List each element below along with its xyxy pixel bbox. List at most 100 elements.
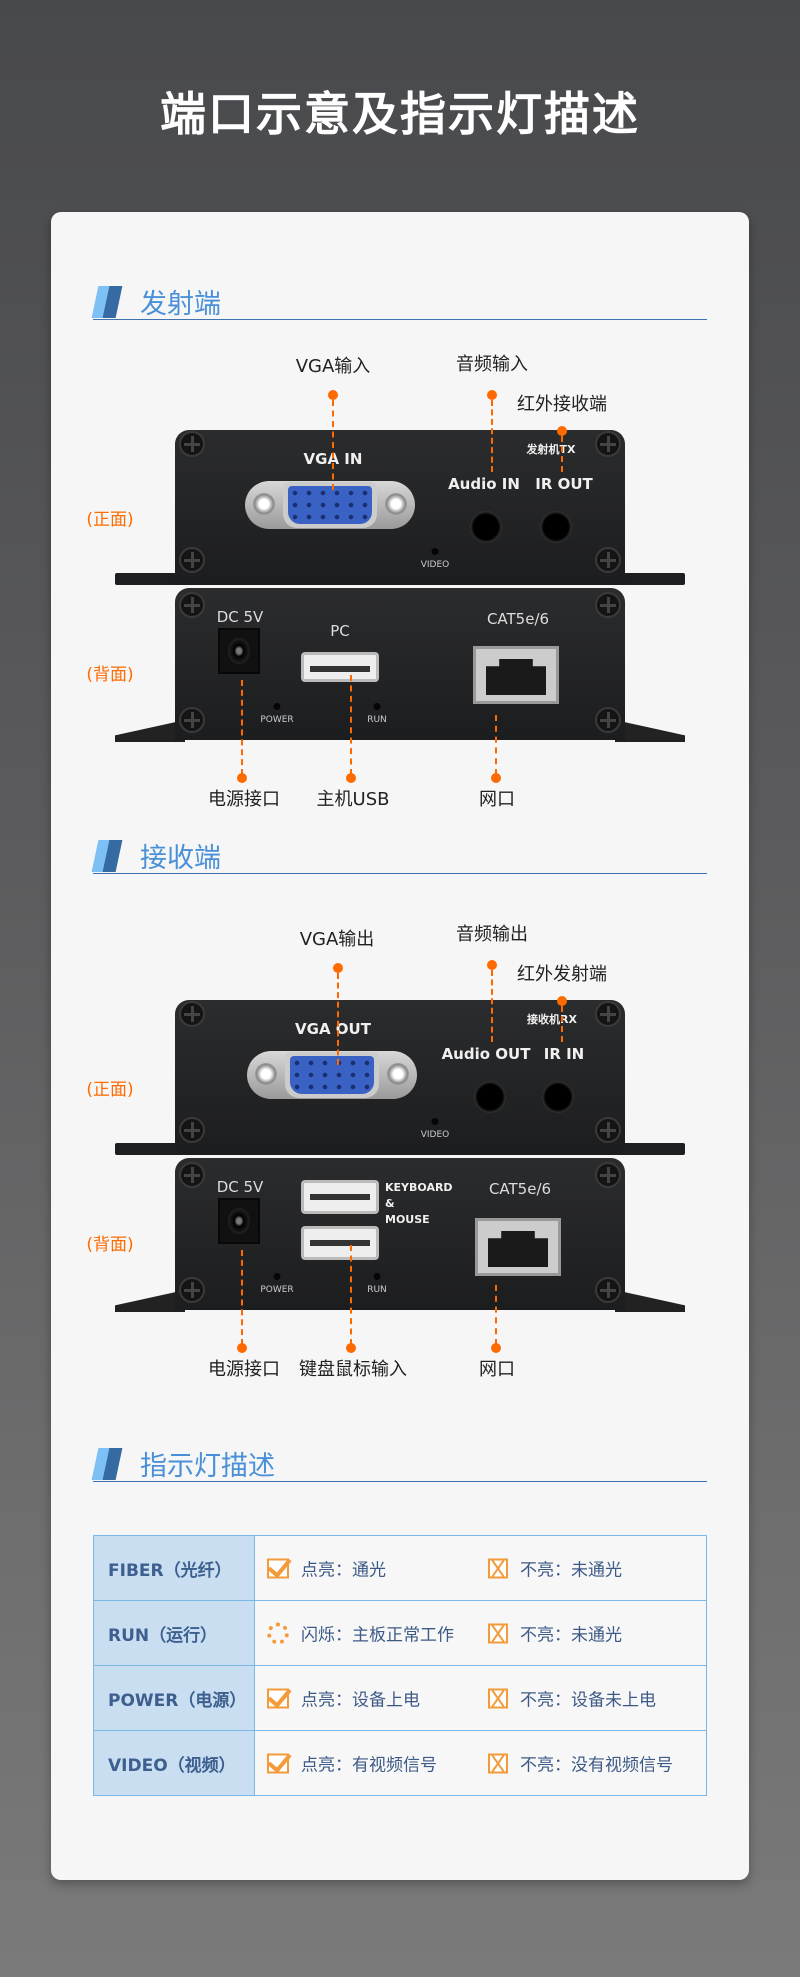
led-off-state: 不亮：未通光: [488, 1621, 622, 1646]
blink-icon: [267, 1622, 289, 1644]
screw-icon: [595, 1162, 621, 1188]
keyboard-label: KEYBOARD: [385, 1181, 453, 1194]
led-states: 点亮：设备上电 不亮：设备未上电: [254, 1665, 707, 1731]
leader-line: [350, 1245, 352, 1345]
cross-icon: [488, 1623, 508, 1643]
leader-line: [350, 675, 352, 775]
led-on-text: 点亮：有视频信号: [301, 1755, 437, 1776]
led-on-state: 点亮：有视频信号: [267, 1751, 437, 1776]
power-led-label: POWER: [260, 1285, 294, 1295]
screw-icon: [179, 1117, 205, 1143]
video-led-label: VIDEO: [420, 560, 450, 570]
run-led-label: RUN: [367, 1285, 387, 1295]
led-states: 点亮：有视频信号 不亮：没有视频信号: [254, 1730, 707, 1796]
callout-dot: [237, 1343, 247, 1353]
power-led: [273, 703, 281, 710]
led-off-text: 不亮：未通光: [520, 1625, 622, 1646]
dc-label: DC 5V: [216, 608, 264, 626]
callout-usb: 主机USB: [316, 789, 390, 810]
usb-port-top: [301, 1180, 379, 1214]
section-title: 指示灯描述: [140, 1451, 275, 1482]
leader-line: [491, 970, 493, 1042]
screw-icon: [595, 1277, 621, 1303]
callout-audio: 音频输出: [456, 924, 528, 945]
table-row: POWER（电源） 点亮：设备上电 不亮：设备未上电: [93, 1665, 707, 1731]
callout-ir: 红外接收端: [517, 394, 607, 415]
pc-label: PC: [330, 622, 350, 640]
callout-dot: [557, 996, 567, 1006]
cat-label: CAT5e/6: [486, 610, 550, 628]
dc-jack: [218, 1198, 260, 1244]
mouse-label: MOUSE: [385, 1213, 430, 1226]
transmitter-diagram: VGA输入 音频输入 红外接收端 (正面) (背面) VGA IN Audio …: [0, 354, 800, 810]
callout-audio: 音频输入: [456, 354, 528, 375]
callout-dot: [487, 390, 497, 400]
screw-icon: [179, 592, 205, 618]
table-row: FIBER（光纤） 点亮：通光 不亮：未通光: [93, 1535, 707, 1601]
screw-icon: [595, 1001, 621, 1027]
vga-port: [245, 481, 415, 529]
section-header-led: 指示灯描述: [91, 1442, 707, 1482]
section-header-tx: 发射端: [91, 280, 707, 320]
led-off-text: 不亮：没有视频信号: [520, 1755, 673, 1776]
section-header-rx: 接收端: [91, 834, 707, 874]
led-on-text: 点亮：设备上电: [301, 1690, 420, 1711]
leader-line: [337, 973, 339, 1065]
callout-dot: [491, 773, 501, 783]
callout-power: 电源接口: [208, 789, 280, 810]
leader-line: [241, 1250, 243, 1345]
video-led-label: VIDEO: [420, 1130, 450, 1140]
callout-net: 网口: [479, 1359, 515, 1380]
cross-icon: [488, 1688, 508, 1708]
page-title: 端口示意及指示灯描述: [160, 87, 640, 141]
ir-port-label: IR IN: [543, 1045, 585, 1063]
run-led: [373, 703, 381, 710]
dc-label: DC 5V: [216, 1178, 264, 1196]
check-icon: [267, 1558, 289, 1578]
cat-label: CAT5e/6: [488, 1180, 552, 1198]
callout-dot: [328, 390, 338, 400]
power-led: [273, 1273, 281, 1280]
led-off-state: 不亮：未通光: [488, 1556, 622, 1581]
model-label: 接收机RX: [527, 1013, 577, 1026]
screw-icon: [179, 707, 205, 733]
led-states: 点亮：通光 不亮：未通光: [254, 1535, 707, 1601]
callout-usb: 键盘鼠标输入: [299, 1359, 407, 1380]
callout-net: 网口: [479, 789, 515, 810]
screw-icon: [595, 592, 621, 618]
leader-line: [561, 436, 563, 472]
callout-vga: VGA输出: [299, 929, 375, 950]
led-on-text: 点亮：通光: [301, 1560, 386, 1581]
led-off-text: 不亮：设备未上电: [520, 1690, 656, 1711]
dc-jack: [218, 628, 260, 674]
section-title: 接收端: [140, 843, 221, 874]
leader-line: [241, 680, 243, 775]
screw-icon: [595, 707, 621, 733]
audio-port-label: Audio IN: [448, 475, 520, 493]
check-icon: [267, 1688, 289, 1708]
cross-icon: [488, 1558, 508, 1578]
leader-line: [495, 1285, 497, 1345]
callout-dot: [237, 773, 247, 783]
video-led: [431, 548, 439, 555]
power-led-label: POWER: [260, 715, 294, 725]
receiver-diagram: VGA输出 音频输出 红外发射端 (正面) (背面) VGA OUT Audio…: [0, 924, 800, 1380]
screw-icon: [179, 431, 205, 457]
callout-vga: VGA输入: [295, 356, 371, 377]
led-name: VIDEO（视频）: [93, 1730, 255, 1796]
flange: [615, 720, 685, 742]
rj45-port: [475, 1218, 561, 1276]
screw-icon: [595, 1117, 621, 1143]
screw-icon: [595, 431, 621, 457]
led-name: FIBER（光纤）: [93, 1535, 255, 1601]
leader-line: [332, 400, 334, 490]
ir-port-label: IR OUT: [535, 475, 593, 493]
keyboard-label-amp: &: [385, 1197, 395, 1210]
callout-dot: [557, 426, 567, 436]
led-on-text: 闪烁：主板正常工作: [301, 1625, 454, 1646]
rj45-port: [473, 646, 559, 704]
audio-port-label: Audio OUT: [441, 1045, 531, 1063]
ir-jack: [540, 511, 572, 543]
led-name: POWER（电源）: [93, 1665, 255, 1731]
screw-icon: [595, 547, 621, 573]
